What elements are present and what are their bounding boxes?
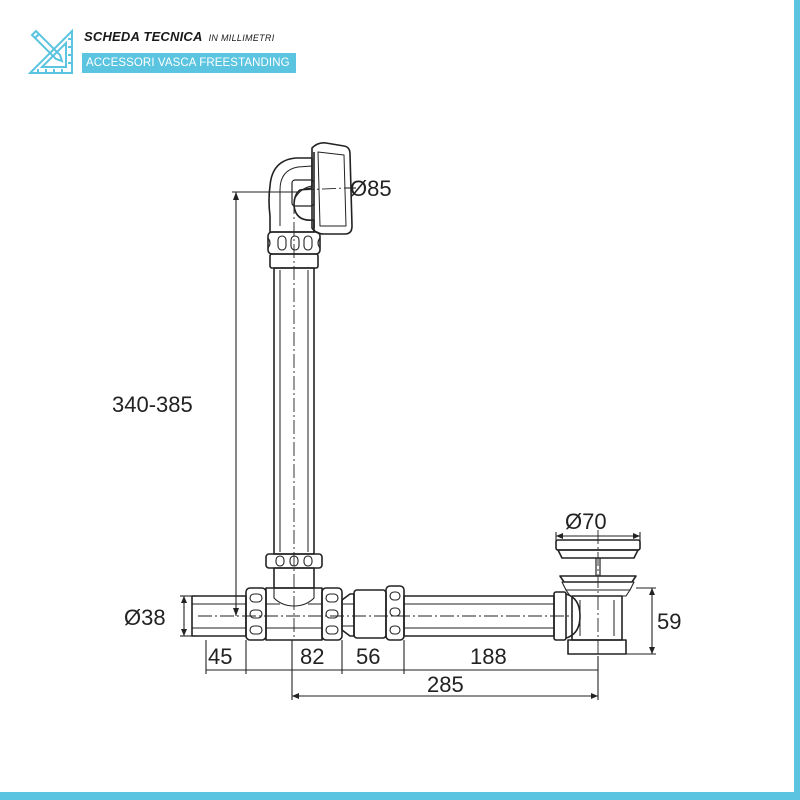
right-tee-nut <box>321 587 343 641</box>
page-title: SCHEDA TECNICA IN MILLIMETRI <box>84 29 275 44</box>
subtitle-badge: ACCESSORI VASCA FREESTANDING <box>82 53 296 73</box>
center-lines <box>198 187 599 656</box>
dim-82: 82 <box>300 644 324 669</box>
dim-pipe-diameter: Ø38 <box>124 605 166 630</box>
horizontal-pipe-nut <box>353 585 405 641</box>
drain-body <box>559 575 637 655</box>
dim-drain-height: 59 <box>657 609 681 634</box>
overflow-elbow <box>268 157 315 233</box>
frame-bottom-border <box>0 792 800 800</box>
dim-188: 188 <box>470 644 507 669</box>
ruler-pencil-icon <box>27 28 73 74</box>
dim-column-height: 340-385 <box>112 392 193 417</box>
frame-right-border <box>794 0 800 800</box>
dimension-arrows <box>181 192 655 699</box>
dim-overflow-diameter: Ø85 <box>350 176 392 201</box>
dim-drain-diameter: Ø70 <box>565 509 607 534</box>
left-tee-nut <box>245 587 267 641</box>
dim-total-length: 285 <box>427 672 464 697</box>
dimension-lines <box>180 187 656 700</box>
dim-45: 45 <box>208 644 232 669</box>
joint-connector <box>341 593 355 637</box>
unit-label: IN MILLIMETRI <box>208 33 275 43</box>
title-text: SCHEDA TECNICA <box>84 29 203 44</box>
dim-56: 56 <box>356 644 380 669</box>
